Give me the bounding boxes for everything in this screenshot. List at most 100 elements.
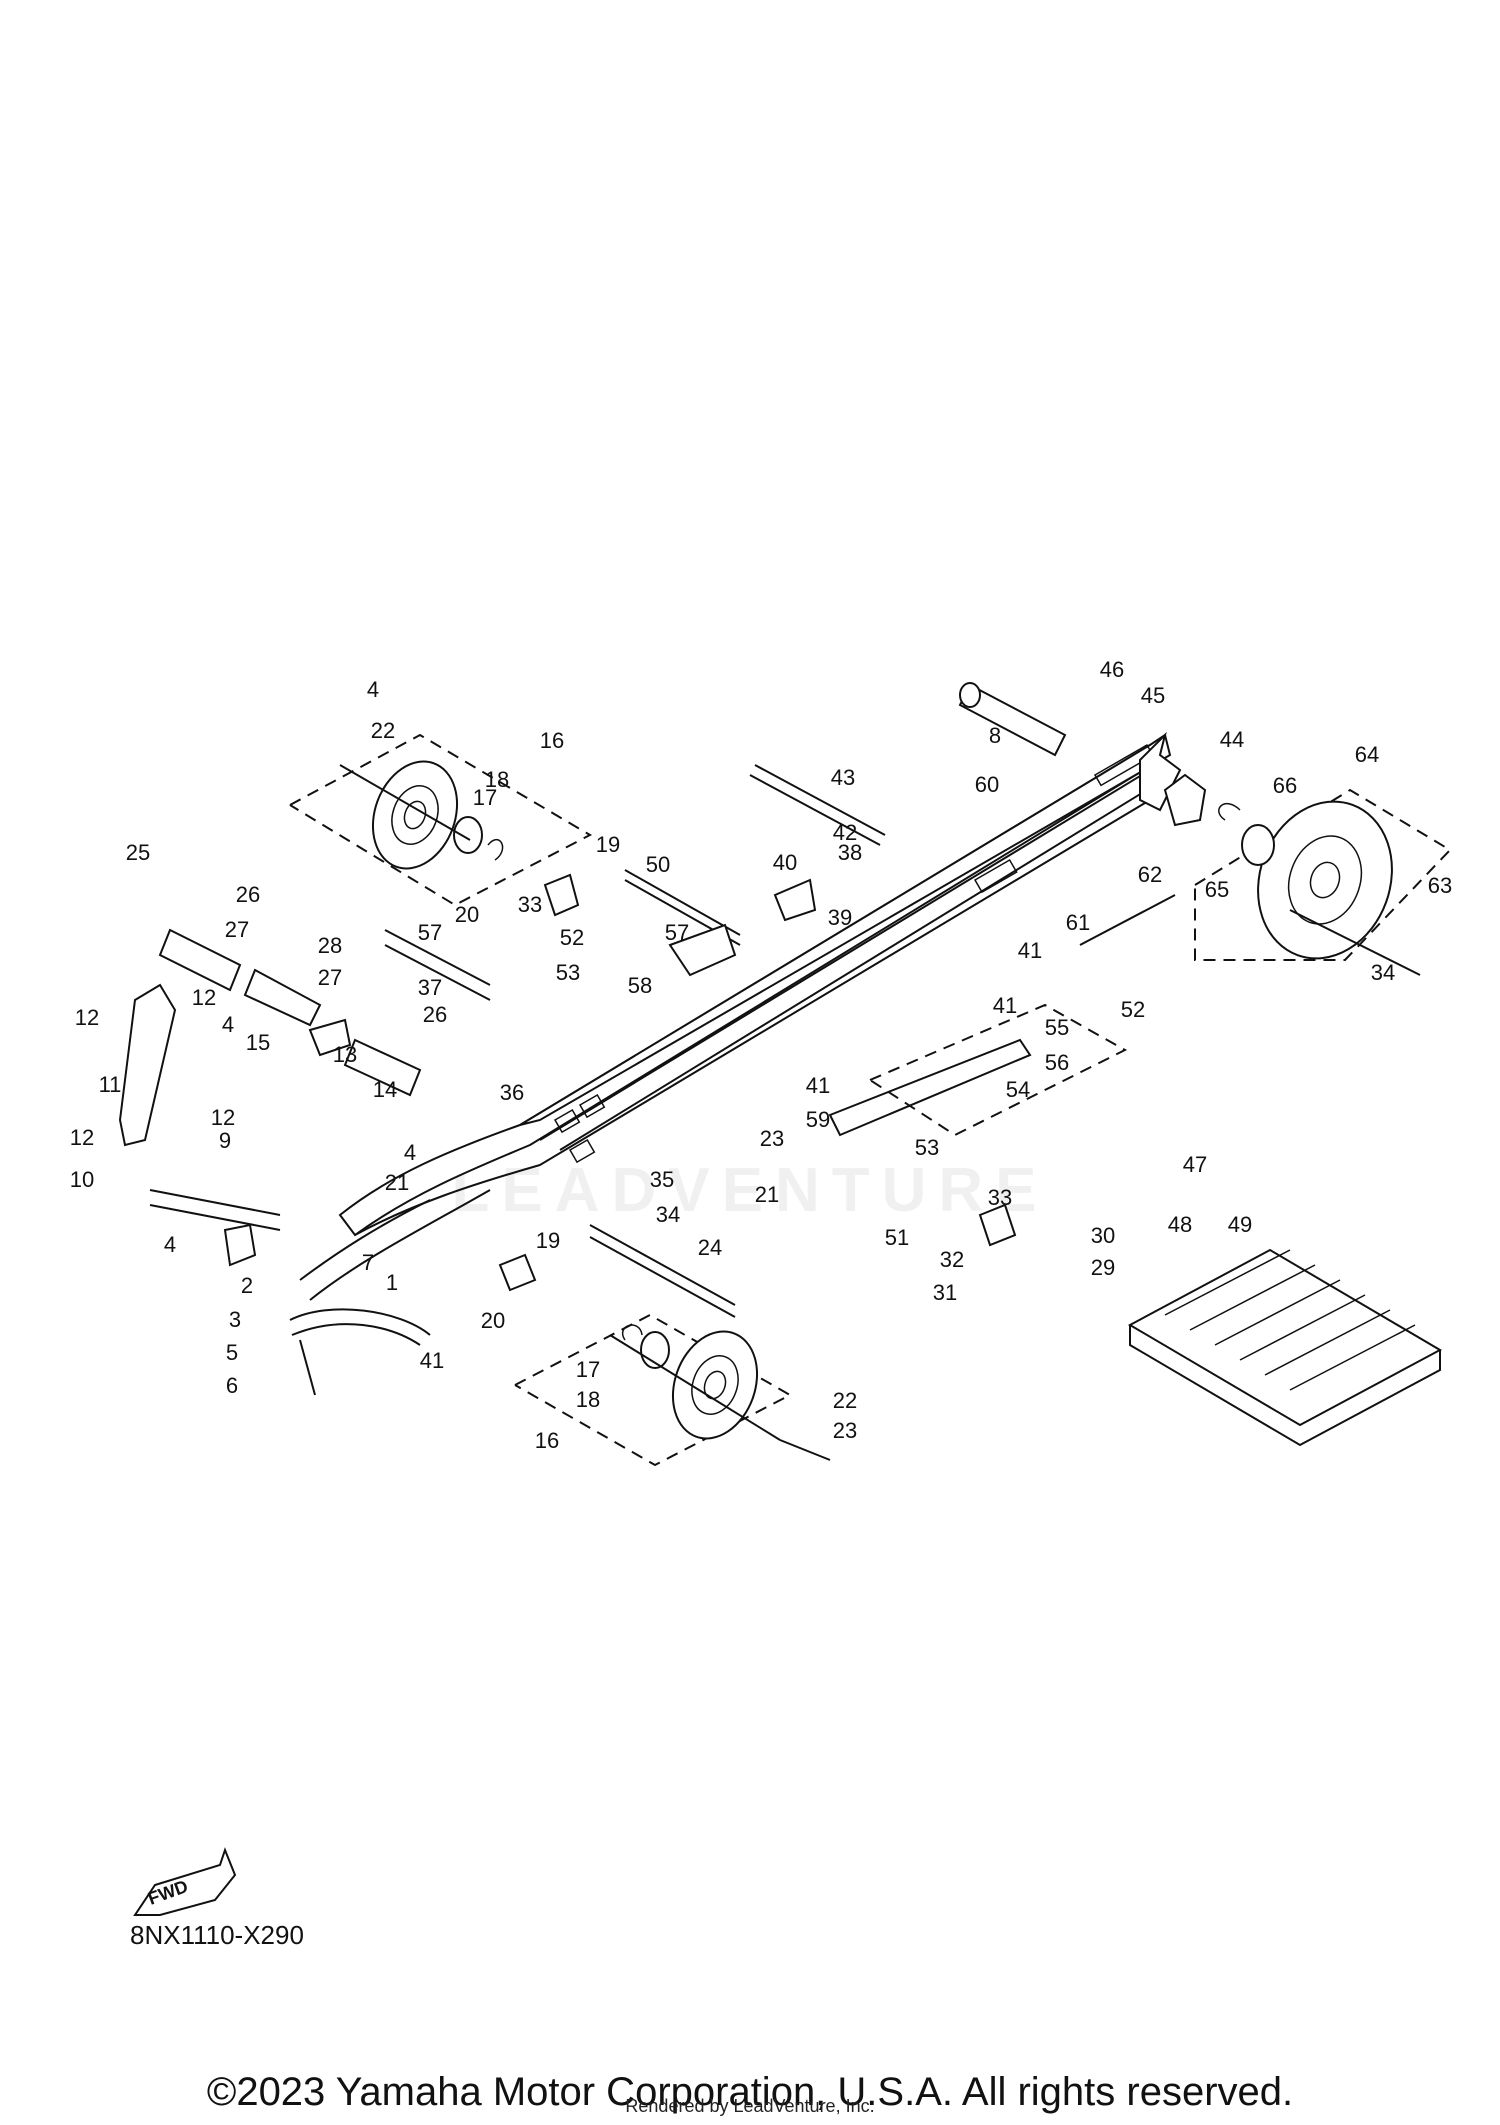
label-49: 49 — [1228, 1212, 1252, 1237]
label-46: 46 — [1100, 657, 1124, 682]
label-65: 65 — [1205, 877, 1229, 902]
rear-idler-group — [1163, 773, 1452, 976]
label-23a: 23 — [760, 1126, 784, 1151]
part-labels: 1 2 3 4 4 4 4 5 6 7 8 9 10 11 12 12 12 1… — [70, 657, 1452, 1453]
label-26b: 26 — [423, 1002, 447, 1027]
label-40: 40 — [773, 850, 797, 875]
label-20b: 20 — [481, 1308, 505, 1333]
label-18a: 18 — [485, 767, 509, 792]
label-22b: 22 — [833, 1388, 857, 1413]
label-57a: 57 — [418, 920, 442, 945]
label-21b: 21 — [755, 1182, 779, 1207]
label-4b: 4 — [222, 1012, 234, 1037]
label-34b: 34 — [1371, 960, 1395, 985]
label-41b: 41 — [993, 993, 1017, 1018]
label-10: 10 — [70, 1167, 94, 1192]
label-11: 11 — [99, 1072, 122, 1097]
label-12a: 12 — [75, 1005, 99, 1030]
label-51: 51 — [885, 1225, 909, 1250]
copyright-text: ©2023 Yamaha Motor Corporation, U.S.A. A… — [206, 2070, 1294, 2114]
label-32: 32 — [940, 1247, 964, 1272]
label-1: 1 — [386, 1270, 398, 1295]
label-62: 62 — [1138, 862, 1162, 887]
label-45: 45 — [1141, 683, 1165, 708]
label-33b: 33 — [988, 1185, 1012, 1210]
label-6: 6 — [226, 1373, 238, 1398]
label-22a: 22 — [371, 718, 395, 743]
label-66: 66 — [1273, 773, 1297, 798]
slide-rail-frame — [299, 731, 1182, 1301]
label-58: 58 — [628, 973, 652, 998]
label-18b: 18 — [576, 1387, 600, 1412]
label-60: 60 — [975, 772, 999, 797]
watermark: LEADVENTURE — [451, 1156, 1049, 1225]
label-36: 36 — [500, 1080, 524, 1105]
label-17b: 17 — [576, 1357, 600, 1382]
label-2: 2 — [241, 1273, 253, 1298]
label-41a: 41 — [1018, 938, 1042, 963]
label-56: 56 — [1045, 1050, 1069, 1075]
label-7: 7 — [362, 1250, 374, 1275]
label-31: 31 — [933, 1280, 957, 1305]
label-42: 42 — [833, 820, 857, 845]
label-52a: 52 — [560, 925, 584, 950]
label-26a: 26 — [236, 882, 260, 907]
label-54: 54 — [1006, 1077, 1030, 1102]
label-4a: 4 — [367, 677, 379, 702]
label-27a: 27 — [225, 917, 249, 942]
label-43: 43 — [831, 765, 855, 790]
diagram-code: 8NX1110-X290 — [130, 1920, 304, 1950]
label-35: 35 — [650, 1167, 674, 1192]
label-12b: 12 — [192, 985, 216, 1010]
rail-slide-group — [869, 1003, 1128, 1137]
rendered-by-text: Rendered by LeadVenture, Inc. — [625, 2096, 875, 2116]
label-63: 63 — [1428, 873, 1452, 898]
label-30: 30 — [1091, 1223, 1115, 1248]
label-21a: 21 — [385, 1170, 409, 1195]
wheel-group-bottom — [514, 1313, 831, 1467]
label-20a: 20 — [455, 902, 479, 927]
label-8: 8 — [989, 723, 1001, 748]
label-48: 48 — [1168, 1212, 1192, 1237]
front-curve-strip — [289, 1308, 431, 1396]
label-12c: 12 — [211, 1105, 235, 1130]
label-39: 39 — [828, 905, 852, 930]
label-57b: 57 — [665, 920, 689, 945]
small-components — [118, 873, 1032, 1916]
label-9: 9 — [219, 1128, 231, 1153]
label-4c: 4 — [404, 1140, 416, 1165]
label-3: 3 — [229, 1307, 241, 1332]
track-section — [1127, 1248, 1443, 1447]
label-38: 38 — [838, 840, 862, 865]
label-16a: 16 — [540, 728, 564, 753]
label-25: 25 — [126, 840, 150, 865]
label-29: 29 — [1091, 1255, 1115, 1280]
label-14: 14 — [373, 1077, 397, 1102]
label-15: 15 — [246, 1030, 270, 1055]
label-61: 61 — [1066, 910, 1090, 935]
label-41d: 41 — [420, 1348, 444, 1373]
label-37: 37 — [418, 975, 442, 1000]
label-55: 55 — [1045, 1015, 1069, 1040]
label-16b: 16 — [535, 1428, 559, 1453]
label-64: 64 — [1355, 742, 1379, 767]
label-12d: 12 — [70, 1125, 94, 1150]
label-44: 44 — [1220, 727, 1244, 752]
label-53b: 53 — [915, 1135, 939, 1160]
label-19b: 19 — [536, 1228, 560, 1253]
label-59: 59 — [806, 1107, 830, 1132]
label-13: 13 — [333, 1042, 357, 1067]
shafts — [149, 682, 1176, 1318]
label-52b: 52 — [1121, 997, 1145, 1022]
label-53a: 53 — [556, 960, 580, 985]
label-17a: 17 — [473, 785, 497, 810]
wheel-group-top — [289, 733, 593, 907]
label-5: 5 — [226, 1340, 238, 1365]
label-50: 50 — [646, 852, 670, 877]
label-28: 28 — [318, 933, 342, 958]
label-24: 24 — [698, 1235, 722, 1260]
label-19a: 19 — [596, 832, 620, 857]
label-27b: 27 — [318, 965, 342, 990]
label-33a: 33 — [518, 892, 542, 917]
